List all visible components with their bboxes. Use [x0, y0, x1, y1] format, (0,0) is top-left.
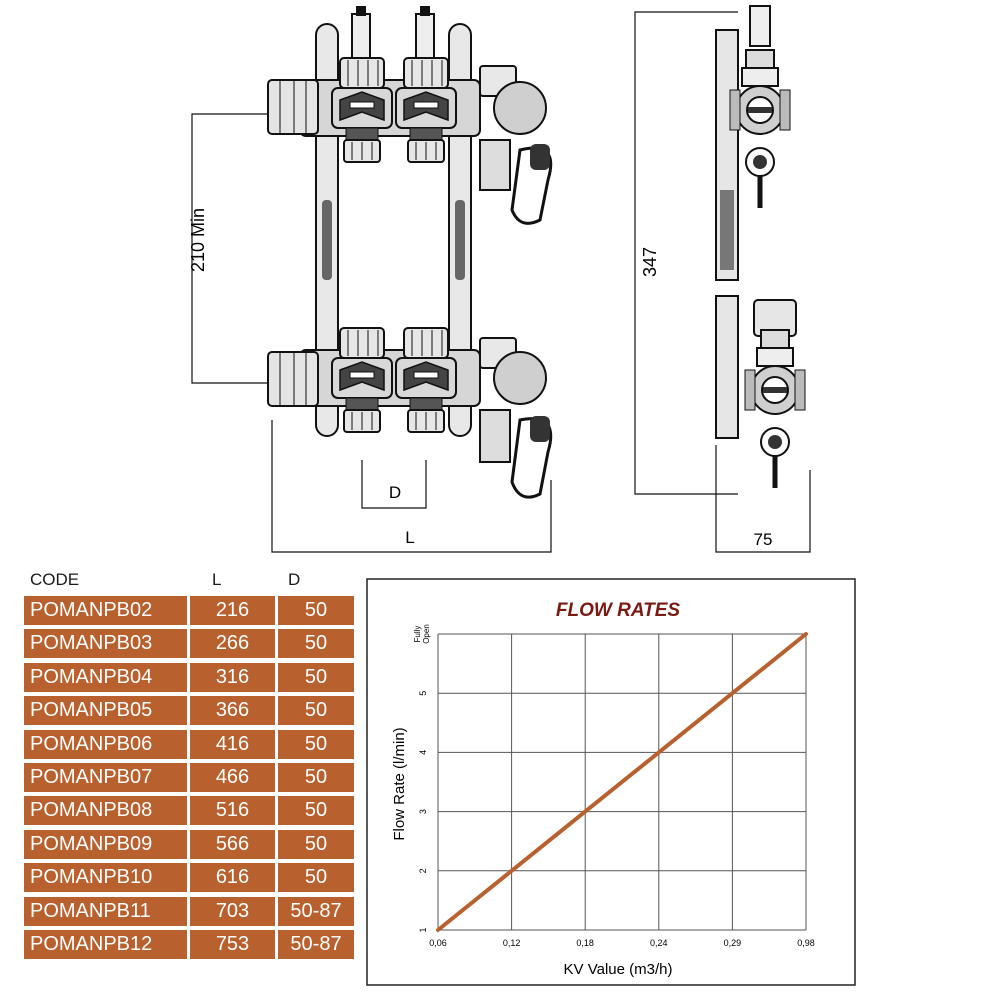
- flow-rates-chart: FLOW RATES 0,06 0,12 0,18 0,24 0,29 0,98 1 2 3 4…: [366, 578, 856, 986]
- y-tick-label: 2: [418, 868, 428, 873]
- header-l: L: [212, 570, 222, 589]
- x-axis-label: KV Value (m3/h): [564, 961, 673, 978]
- x-tick-label: 0,18: [576, 938, 594, 948]
- row-code: POMANPB04: [24, 662, 187, 692]
- front-view: [267, 6, 553, 499]
- y-axis-ticks: 1 2 3 4 5 FullyOpen: [413, 624, 431, 932]
- row-l: 266: [190, 629, 275, 659]
- dim-d-label: D: [389, 483, 401, 502]
- x-tick-label: 0,29: [724, 938, 742, 948]
- row-d: 50: [278, 596, 354, 625]
- flow-rate-line: [436, 632, 808, 932]
- x-tick-label: 0,98: [797, 938, 815, 948]
- row-code: POMANPB09: [24, 829, 187, 859]
- row-d: 50: [278, 829, 354, 859]
- chart-series: [436, 632, 808, 932]
- row-l: 366: [190, 696, 275, 726]
- row-l: 416: [190, 729, 275, 759]
- chart-grid: [437, 633, 807, 931]
- dimension-lines: [191, 11, 811, 553]
- row-code: POMANPB02: [24, 596, 187, 625]
- y-axis-label: Flow Rate (l/min): [391, 727, 408, 840]
- row-code: POMANPB05: [24, 696, 187, 726]
- row-code: POMANPB07: [24, 762, 187, 792]
- row-code: POMANPB10: [24, 863, 187, 893]
- row-code: POMANPB03: [24, 629, 187, 659]
- y-tick-label: FullyOpen: [413, 624, 431, 644]
- row-l: 753: [190, 929, 275, 959]
- x-tick-label: 0,24: [650, 938, 668, 948]
- y-tick-label: 4: [418, 750, 428, 755]
- table-header: CODE L D: [22, 566, 336, 594]
- row-d: 50-87: [278, 896, 354, 926]
- dim-347-label: 347: [640, 247, 660, 277]
- dim-l-label: L: [405, 528, 414, 547]
- row-d: 50: [278, 762, 354, 792]
- row-l: 466: [190, 762, 275, 792]
- row-l: 216: [190, 596, 275, 625]
- chart-title: FLOW RATES: [556, 600, 681, 621]
- row-l: 616: [190, 863, 275, 893]
- row-l: 316: [190, 662, 275, 692]
- row-d: 50: [278, 863, 354, 893]
- manifold-technical-drawing: 210 Min D L 347 75: [188, 5, 811, 553]
- y-tick-label: 5: [418, 691, 428, 696]
- row-code: POMANPB11: [24, 896, 187, 926]
- header-d: D: [288, 570, 301, 589]
- x-tick-label: 0,06: [429, 938, 447, 948]
- row-l: 703: [190, 896, 275, 926]
- row-code: POMANPB08: [24, 796, 187, 826]
- row-d: 50: [278, 729, 354, 759]
- row-d: 50: [278, 662, 354, 692]
- header-code: CODE: [30, 570, 80, 589]
- row-code: POMANPB06: [24, 729, 187, 759]
- row-d: 50-87: [278, 929, 354, 959]
- row-code: POMANPB12: [24, 929, 187, 959]
- row-d: 50: [278, 696, 354, 726]
- y-tick-label: 1: [418, 927, 428, 932]
- row-l: 566: [190, 829, 275, 859]
- row-l: 516: [190, 796, 275, 826]
- row-d: 50: [278, 796, 354, 826]
- dim-210-label: 210 Min: [188, 208, 208, 272]
- side-view: [715, 5, 805, 488]
- chart-frame: [366, 578, 856, 986]
- x-axis-ticks: 0,06 0,12 0,18 0,24 0,29 0,98: [429, 938, 815, 948]
- y-tick-label: 3: [418, 809, 428, 814]
- x-tick-label: 0,12: [503, 938, 521, 948]
- row-d: 50: [278, 629, 354, 659]
- dim-75-label: 75: [754, 530, 773, 549]
